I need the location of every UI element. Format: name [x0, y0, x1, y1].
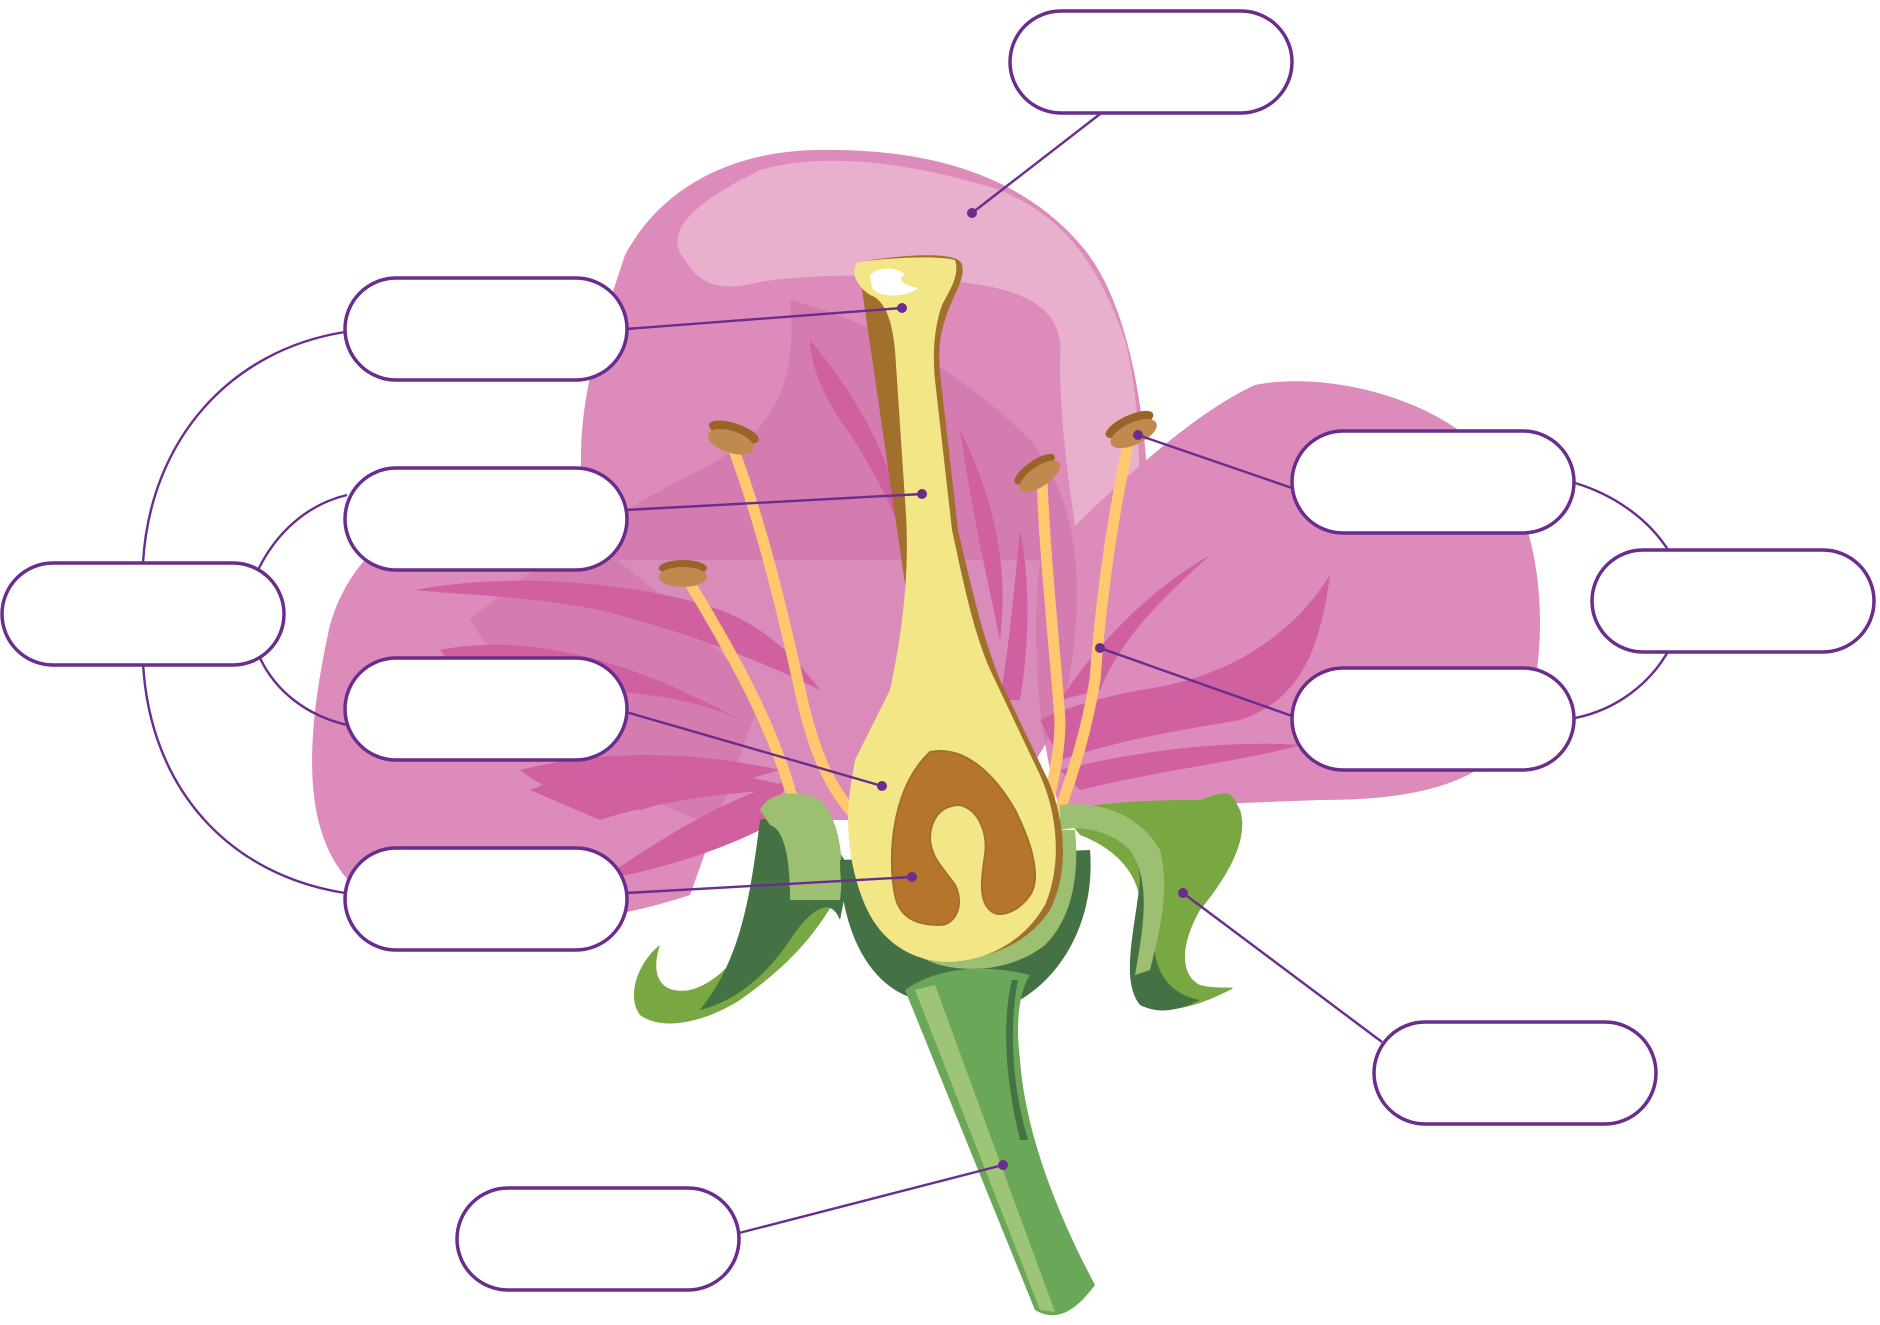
label-sepal[interactable]	[1374, 1022, 1656, 1124]
label-pistil-group[interactable]	[2, 563, 284, 665]
anchor-dot-ovary	[877, 781, 887, 791]
label-anther[interactable]	[1292, 431, 1574, 533]
anchor-dot-style	[917, 489, 927, 499]
label-stigma[interactable]	[345, 278, 627, 380]
label-ovary[interactable]	[345, 658, 627, 760]
stem	[905, 969, 1095, 1315]
inner-bracket	[258, 495, 347, 570]
stamen-group-bracket	[1575, 483, 1670, 553]
leader-stem	[739, 1165, 1003, 1233]
anchor-dot-sepal	[1178, 888, 1188, 898]
pistil-group-bracket	[143, 332, 345, 563]
label-stamen-group[interactable]	[1592, 550, 1874, 652]
label-stem[interactable]	[457, 1188, 739, 1290]
label-filament[interactable]	[1292, 668, 1574, 770]
label-petal[interactable]	[1010, 11, 1292, 113]
leader-petal	[972, 114, 1100, 213]
anchor-dot-anther	[1133, 430, 1143, 440]
anchor-dot-ovule	[907, 872, 917, 882]
anchor-dot-stigma	[897, 303, 907, 313]
anchor-dot-petal	[967, 208, 977, 218]
label-style[interactable]	[345, 468, 627, 570]
label-ovule[interactable]	[345, 848, 627, 950]
anther	[659, 560, 707, 587]
leader-sepal	[1183, 893, 1382, 1042]
stamen-group-bracket	[1575, 648, 1670, 718]
anchor-dot-stem	[998, 1160, 1008, 1170]
anchor-dot-filament	[1095, 643, 1105, 653]
